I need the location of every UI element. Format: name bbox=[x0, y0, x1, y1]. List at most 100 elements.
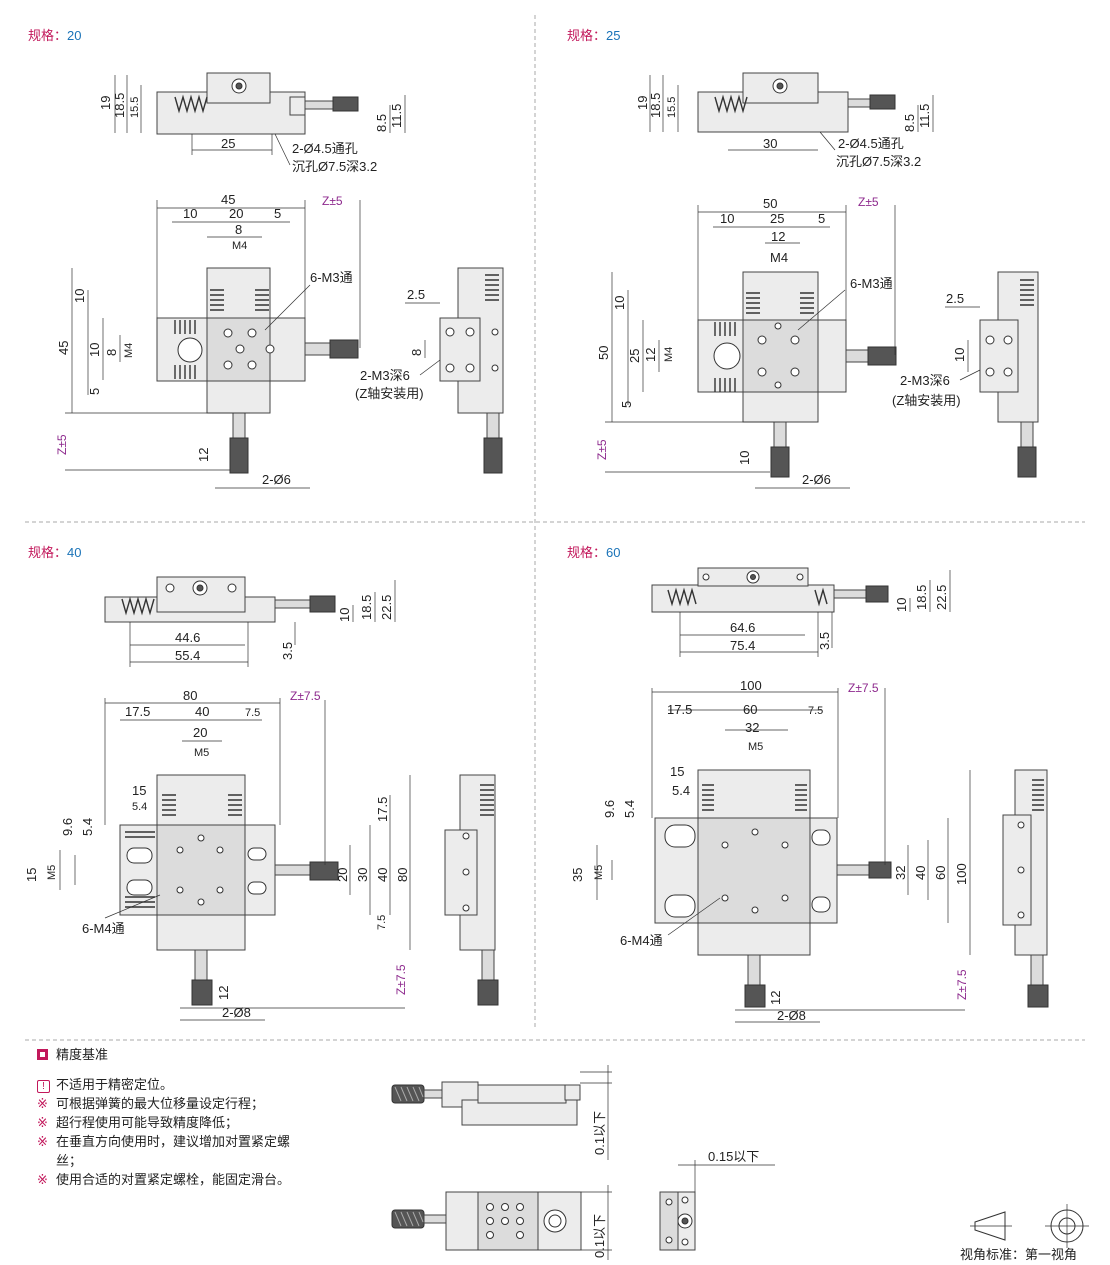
spec-60-dim: 10 bbox=[894, 598, 909, 612]
spec-40-dim: 2-Ø8 bbox=[222, 1005, 251, 1020]
spec-60-top-view bbox=[596, 688, 971, 1023]
precision-tolerance-2: 0.1以下 bbox=[592, 1214, 607, 1258]
spec-25-dim: 10 bbox=[720, 211, 734, 226]
spec-20-dim: 8 bbox=[235, 222, 242, 237]
spec-25-dim: 10 bbox=[952, 348, 967, 362]
spec-40-dim: M5 bbox=[194, 747, 209, 759]
spec-60-dim: 35 bbox=[570, 868, 585, 882]
spec-20-dim: 10 bbox=[87, 343, 102, 357]
spec-40-dim: 9.6 bbox=[60, 818, 75, 836]
spec-20-dim: 45 bbox=[221, 192, 235, 207]
spec-20-dim: 5 bbox=[87, 388, 102, 395]
spec-60-dim: 60 bbox=[933, 866, 948, 880]
first-angle-projection-icon bbox=[970, 1204, 1089, 1248]
spec-40-dim: 15 bbox=[132, 783, 146, 798]
note-mark: ※ bbox=[37, 1134, 48, 1149]
spec-40-end-view bbox=[444, 774, 499, 1006]
spec-40-dim: 10 bbox=[337, 608, 352, 622]
note-mark: ※ bbox=[37, 1172, 48, 1187]
spec-20-z-vertical: Z±5 bbox=[55, 434, 69, 455]
spec-60-z-label: Z±7.5 bbox=[848, 681, 879, 695]
spec-25-dim: 12 bbox=[643, 348, 658, 362]
spec-40-dim: 80 bbox=[395, 868, 410, 882]
spec-40-dim: 7.5 bbox=[376, 915, 388, 930]
spec-20-dim: 12 bbox=[196, 448, 211, 462]
spec-20-z-label: Z±5 bbox=[322, 194, 343, 208]
spec-20-dim: 15.5 bbox=[129, 97, 141, 118]
precision-tolerance-3: 0.15以下 bbox=[708, 1149, 759, 1164]
note-mark: ※ bbox=[37, 1096, 48, 1111]
spec-60-dim: 17.5 bbox=[667, 702, 692, 717]
precision-title-icon-inner bbox=[40, 1052, 45, 1057]
spec-25-dim: 50 bbox=[763, 196, 777, 211]
note-text: 使用合适的对置紧定螺栓，能固定滑台。 bbox=[56, 1172, 291, 1187]
spec-40-z-vertical: Z±7.5 bbox=[394, 964, 408, 995]
spec-25-hole-label: 2-Ø4.5通孔 bbox=[838, 136, 904, 151]
spec-60-dim: 5.4 bbox=[622, 800, 637, 818]
spec-25-dim: 50 bbox=[596, 346, 611, 360]
note-item: ※ 可根据弹簧的最大位移量设定行程； bbox=[37, 1094, 322, 1113]
spec-20-end-view bbox=[405, 267, 504, 474]
spec-20-dim: M4 bbox=[123, 343, 135, 358]
spec-25-dim: 25 bbox=[627, 349, 642, 363]
spec-25-counterbore-label: 沉孔Ø7.5深3.2 bbox=[836, 154, 921, 169]
spec-25-dim: 30 bbox=[763, 136, 777, 151]
spec-60-dim: 32 bbox=[745, 720, 759, 735]
spec-60-dim: 40 bbox=[913, 866, 928, 880]
spec-40-dim: 3.5 bbox=[280, 642, 295, 660]
spec-60-dim: 32 bbox=[893, 866, 908, 880]
spec-60-dim: M5 bbox=[748, 741, 763, 753]
precision-title: 精度基准 bbox=[56, 1047, 108, 1062]
spec-20-header: 规格：20 bbox=[28, 28, 81, 43]
spec-25-dim: 19 bbox=[635, 96, 650, 110]
spec-25-m3-label: 6-M3通 bbox=[850, 276, 893, 291]
spec-40-z-label: Z±7.5 bbox=[290, 689, 321, 703]
note-item: ※超行程使用可能导致精度降低； bbox=[37, 1113, 322, 1132]
spec-25-dim: 18.5 bbox=[648, 93, 663, 118]
spec-40-dim: 7.5 bbox=[245, 707, 260, 719]
spec-20-m3-label: 6-M3通 bbox=[310, 270, 353, 285]
spec-25-dim: 2.5 bbox=[946, 291, 964, 306]
spec-20-hole-label: 2-Ø4.5通孔 bbox=[292, 141, 358, 156]
spec-40-dim: 20 bbox=[193, 725, 207, 740]
spec-60-dim: 3.5 bbox=[817, 632, 832, 650]
spec-25-dim: 15.5 bbox=[666, 97, 678, 118]
spec-40-m4-label: 6-M4通 bbox=[82, 921, 125, 936]
spec-60-dim: 7.5 bbox=[808, 705, 823, 717]
spec-40-dim: 22.5 bbox=[379, 595, 394, 620]
spec-20-counterbore-label: 沉孔Ø7.5深3.2 bbox=[292, 159, 377, 174]
spec-40-dim: 44.6 bbox=[175, 630, 200, 645]
spec-20-z-mount-label: (Z轴安装用) bbox=[355, 386, 424, 401]
spec-20-dim: 8 bbox=[409, 349, 424, 356]
spec-20-dim: 45 bbox=[56, 341, 71, 355]
spec-40-dim: 80 bbox=[183, 688, 197, 703]
spec-25-z-mount-label: (Z轴安装用) bbox=[892, 393, 961, 408]
spec-40-dim: 40 bbox=[375, 868, 390, 882]
warning-icon: ! bbox=[37, 1080, 50, 1093]
spec-20-dim: 8 bbox=[104, 349, 119, 356]
spec-25-dim: 10 bbox=[737, 451, 752, 465]
spec-40-dim: 12 bbox=[216, 986, 231, 1000]
spec-60-dim: 5.4 bbox=[672, 783, 690, 798]
spec-40-dim: 18.5 bbox=[359, 595, 374, 620]
spec-25-dim: M4 bbox=[770, 250, 788, 265]
spec-60-dim: 22.5 bbox=[934, 585, 949, 610]
note-item: ※ 使用合适的对置紧定螺栓，能固定滑台。 bbox=[37, 1170, 322, 1189]
spec-60-dim: 9.6 bbox=[602, 800, 617, 818]
spec-60-dim: 15 bbox=[670, 764, 684, 779]
spec-40-dim: 15 bbox=[24, 868, 39, 882]
spec-20-m3-depth-label: 2-M3深6 bbox=[360, 368, 410, 383]
spec-20-dim: M4 bbox=[232, 240, 247, 252]
spec-25-top-view bbox=[605, 205, 897, 489]
warning-note: !不适用于精密定位。 bbox=[37, 1075, 322, 1094]
spec-20-dim: 25 bbox=[221, 136, 235, 151]
spec-25-dim: M4 bbox=[663, 347, 675, 362]
note-text: 在垂直方向使用时，建议增加对置紧定螺丝； bbox=[56, 1134, 291, 1168]
spec-25-dim: 11.5 bbox=[917, 104, 932, 128]
spec-40-dim: 30 bbox=[355, 868, 370, 882]
spec-25-z-vertical: Z±5 bbox=[595, 439, 609, 460]
note-text: 可根据弹簧的最大位移量设定行程； bbox=[56, 1096, 265, 1111]
spec-40-top-view bbox=[59, 698, 411, 1021]
spec-20-side-view bbox=[114, 72, 406, 166]
spec-60-end-view bbox=[1002, 769, 1049, 1008]
